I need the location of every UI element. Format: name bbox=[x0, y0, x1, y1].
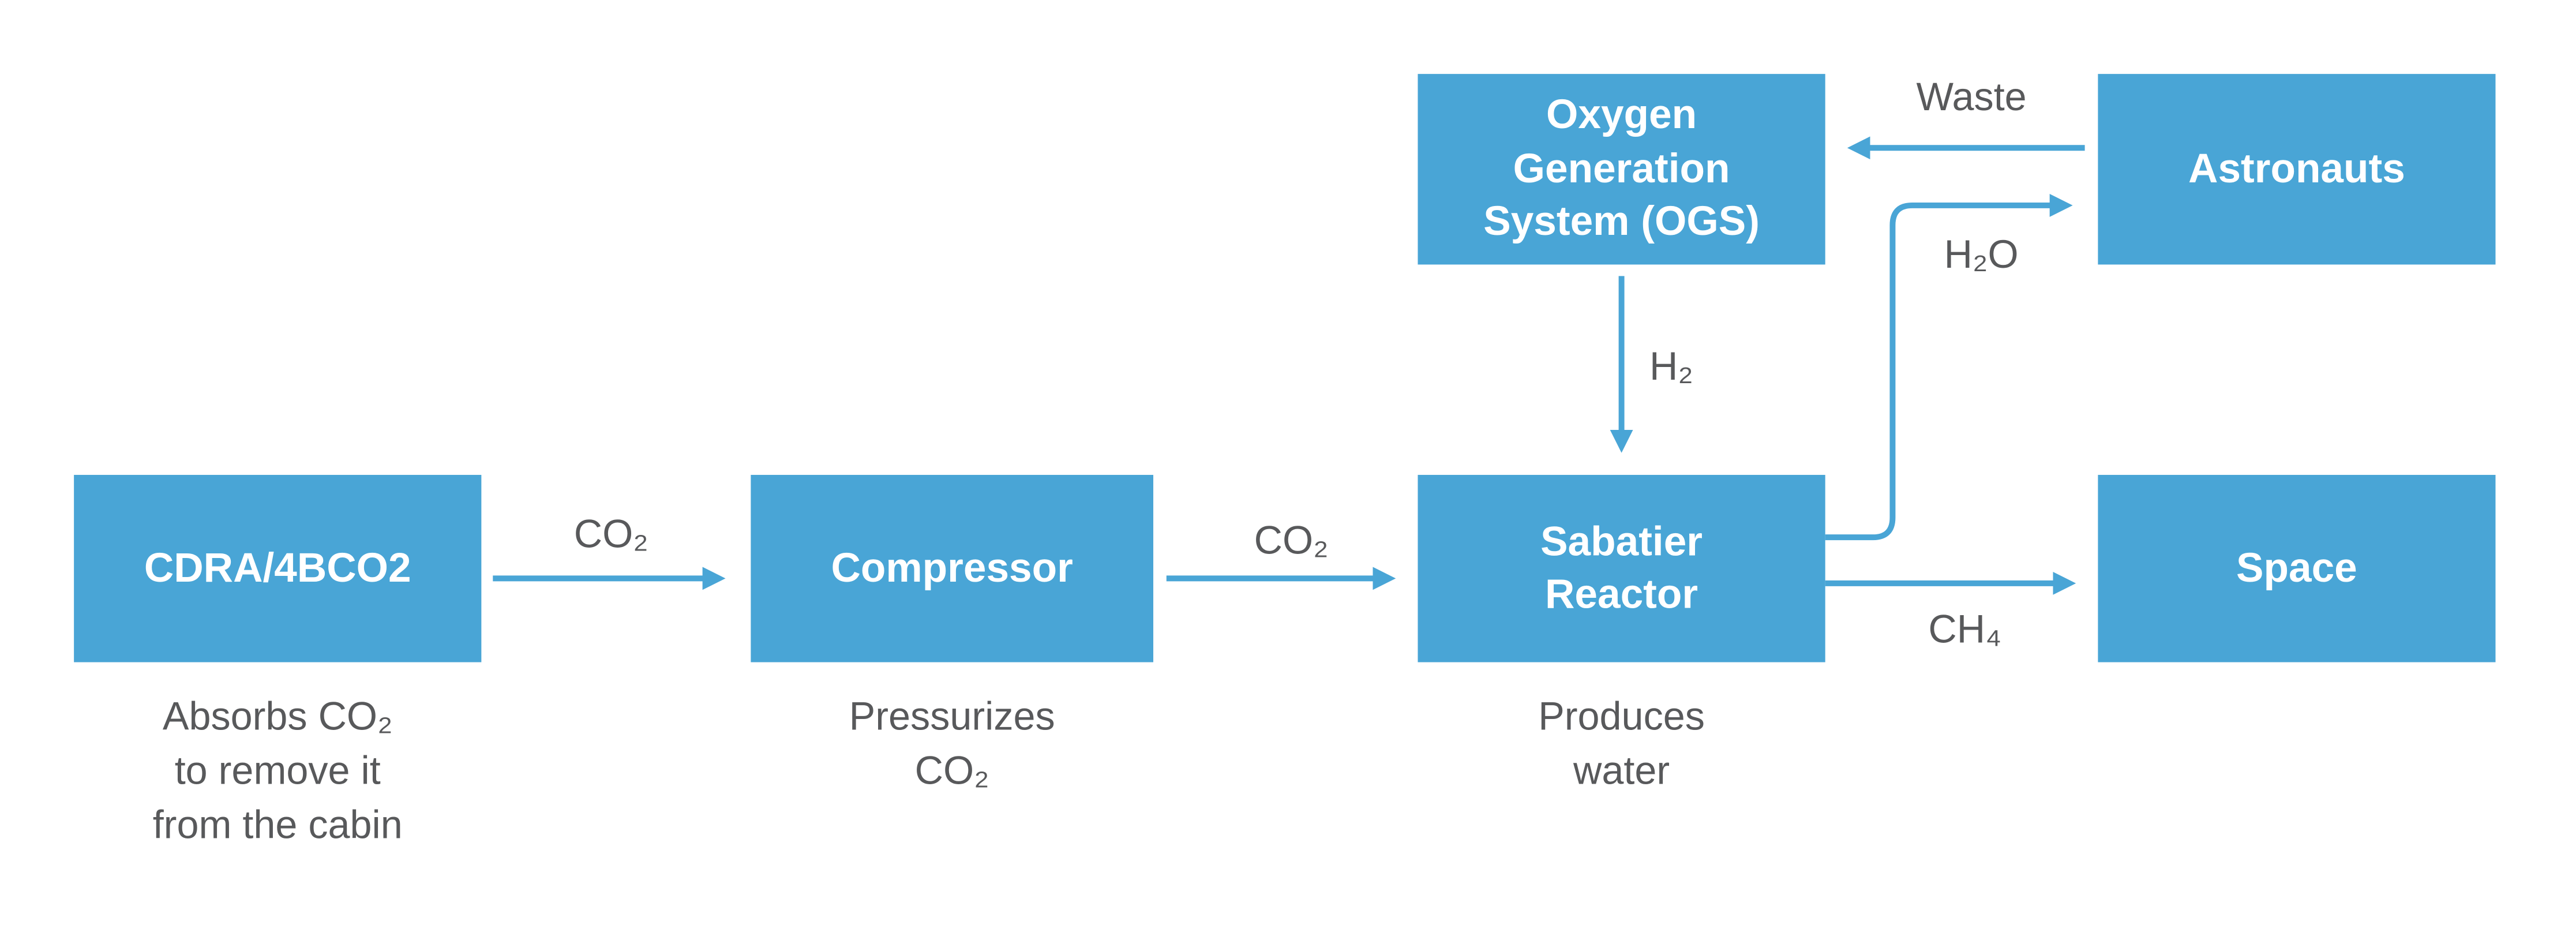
edge-label-co2-compressor-sabatier: CO₂ bbox=[1254, 519, 1329, 564]
caption-sabatier: Produces water bbox=[1538, 695, 1705, 794]
edge-label-ch4: CH₄ bbox=[1928, 608, 2002, 653]
edge-label-waste: Waste bbox=[1916, 75, 2027, 120]
edge-sabatier-to-astronauts bbox=[1825, 194, 2073, 541]
node-astronauts: Astronauts bbox=[2098, 74, 2496, 265]
edge-label-h2: H₂ bbox=[1649, 344, 1693, 390]
node-sabatier-reactor: Sabatier Reactor bbox=[1418, 474, 1825, 662]
node-compressor: Compressor bbox=[751, 474, 1154, 662]
edge-label-co2-cdra-compressor: CO₂ bbox=[573, 512, 648, 557]
node-space: Space bbox=[2098, 474, 2496, 662]
caption-compressor: Pressurizes CO₂ bbox=[849, 695, 1055, 794]
caption-cdra: Absorbs CO₂ to remove it from the cabin bbox=[152, 695, 403, 848]
node-oxygen-generation-system: Oxygen Generation System (OGS) bbox=[1418, 74, 1825, 265]
edge-label-h2o: H₂O bbox=[1944, 233, 2019, 278]
node-cdra: CDRA/4BCO2 bbox=[74, 474, 482, 662]
